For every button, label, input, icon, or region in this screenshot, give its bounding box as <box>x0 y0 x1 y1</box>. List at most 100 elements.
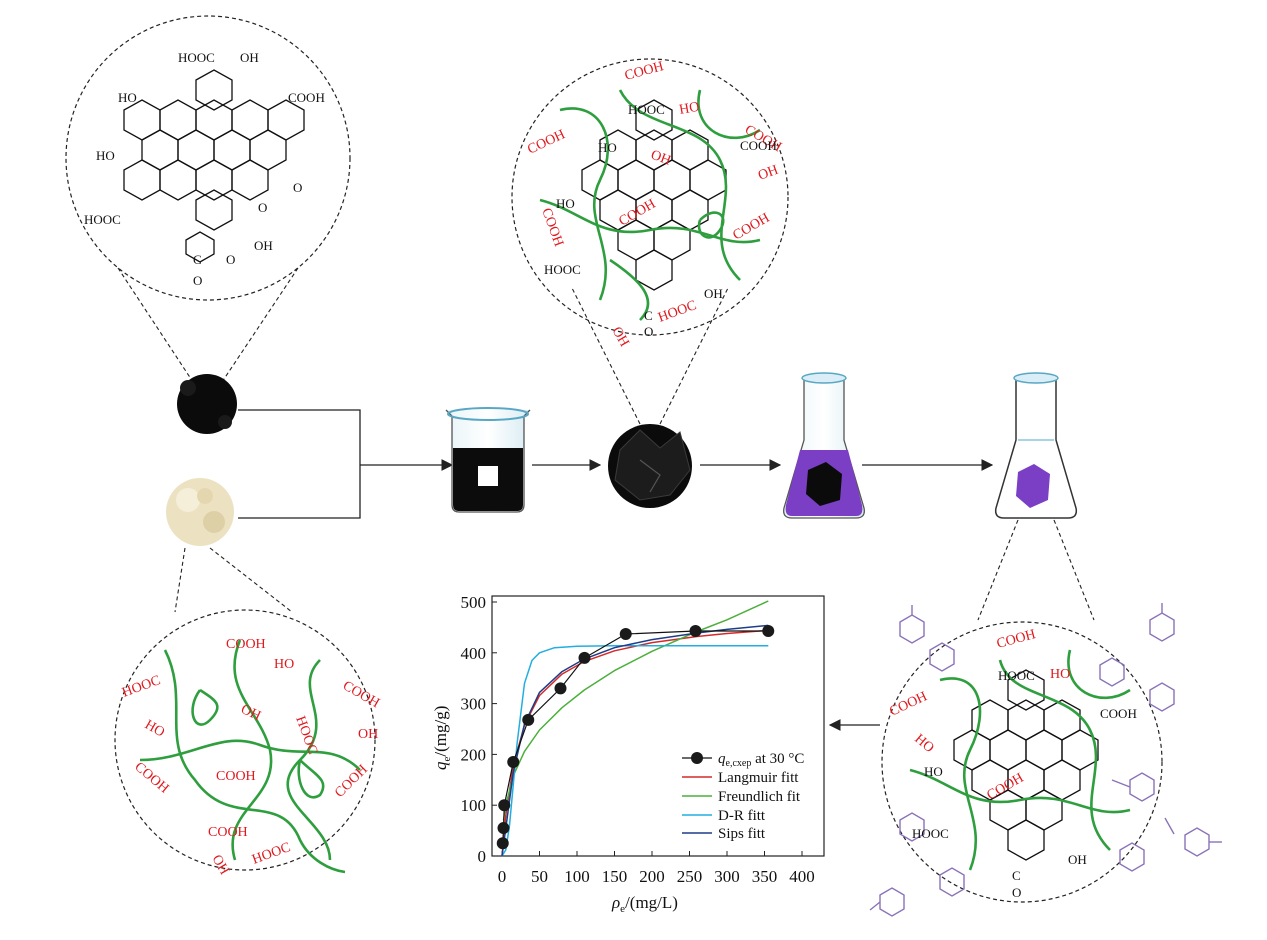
legend-label-freundlich: Freundlich fit <box>718 789 801 805</box>
y-tick-label: 500 <box>461 593 487 612</box>
legend: qe,cxep at 30 °C Langmuir fitt Freundlic… <box>682 751 804 842</box>
cellulose-label: HO <box>142 717 167 740</box>
composite-label: HO <box>598 140 617 155</box>
data-point <box>554 682 567 695</box>
cellulose-label: OH <box>358 727 378 742</box>
carbon-label: C <box>193 252 202 267</box>
composite-label: O <box>644 324 653 339</box>
x-tick-label: 250 <box>677 867 703 886</box>
composite-label: OH <box>756 163 780 184</box>
carbon-label: O <box>293 180 302 195</box>
composite-label: COOH <box>538 206 566 248</box>
experimental-connector <box>502 630 769 844</box>
composite-structure-circle: COOH HOOC HO COOH HO COOH COOH OH HO COO… <box>511 58 789 350</box>
data-point <box>689 624 702 637</box>
loaded-label: OH <box>1068 852 1087 867</box>
composite-label: HO <box>678 100 701 118</box>
loaded-label: COOH <box>887 689 929 719</box>
cellulose-label: OH <box>238 702 263 724</box>
fit-curves <box>501 600 769 857</box>
x-tick-label: 50 <box>531 867 548 886</box>
data-point <box>497 822 510 835</box>
carbon-label: HO <box>96 148 115 163</box>
composite-cellulose-chains <box>539 89 761 321</box>
carbon-structure-circle: HOOC OH HO COOH HO O O HOOC OH C O O <box>65 15 351 301</box>
data-point <box>507 756 520 769</box>
cellulose-label: COOH <box>226 637 266 652</box>
flask-adsorption <box>783 372 865 519</box>
loaded-label: COOH <box>1100 706 1137 721</box>
y-tick-label: 200 <box>461 745 487 764</box>
x-axis-label-sub: e <box>620 903 625 915</box>
composite-label: COOH <box>740 138 777 153</box>
y-axis-label-unit: /(mg/g) <box>431 706 450 757</box>
x-axis-label-unit: /(mg/L) <box>625 893 678 912</box>
legend-label-dr: D-R fitt <box>718 808 766 824</box>
loaded-hexagon-lattice <box>953 669 1099 861</box>
loaded-structure-circle: COOH HOOC HO COOH HO COOH HO COOH HOOC O… <box>869 603 1222 917</box>
carbon-label: HOOC <box>178 50 215 65</box>
loaded-label: HO <box>924 764 943 779</box>
fit-curve-langmuir-fitt <box>501 629 769 857</box>
loaded-label: HOOC <box>998 668 1035 683</box>
legend-points-marker <box>691 752 703 764</box>
composite-label: HOOC <box>656 298 698 326</box>
composite-label: HO <box>556 196 575 211</box>
x-tick-label: 100 <box>564 867 590 886</box>
cellulose-label: OH <box>209 853 232 878</box>
y-tick-label: 0 <box>478 847 487 866</box>
loaded-label: C <box>1012 868 1021 883</box>
x-tick-label: 200 <box>639 867 665 886</box>
composite-functional-labels: COOH HOOC HO COOH HO COOH COOH OH HO COO… <box>525 59 784 349</box>
carbon-label: OH <box>240 50 259 65</box>
data-point <box>619 628 632 641</box>
loaded-label: COOH <box>985 771 1027 804</box>
loaded-label: HO <box>911 732 936 756</box>
composite-label: COOH <box>623 59 665 84</box>
loaded-label: HO <box>1050 667 1070 682</box>
composite-label: OH <box>609 325 632 350</box>
loaded-label: O <box>1012 885 1021 900</box>
x-axis-label: ρe/(mg/L) <box>611 893 678 915</box>
data-point <box>762 624 775 637</box>
carbon-label: HOOC <box>84 212 121 227</box>
carbon-powder <box>177 374 237 434</box>
fit-curve-sips-fitt <box>501 624 769 857</box>
flask-after-adsorption <box>994 372 1078 519</box>
cellulose-label: HO <box>274 657 294 672</box>
x-tick-label: 300 <box>714 867 740 886</box>
loaded-label: COOH <box>995 627 1037 652</box>
legend-points-label: qe,cxep at 30 °C <box>718 751 804 769</box>
composite-label: COOH <box>525 127 567 157</box>
x-axis-label-main: ρ <box>611 893 620 912</box>
carbon-hexagon-lattice <box>123 69 305 263</box>
cellulose-label: HOOC <box>120 673 162 701</box>
y-axis-label: qe/(mg/g) <box>431 706 453 770</box>
data-point <box>578 651 591 664</box>
experimental-points <box>496 624 775 850</box>
carbon-label: O <box>226 252 235 267</box>
y-tick-label: 300 <box>461 695 487 714</box>
legend-points-sub: e,cxep <box>726 758 752 769</box>
y-tick-label: 400 <box>461 644 487 663</box>
y-axis-label-main: q <box>431 761 450 770</box>
carbon-label: O <box>258 200 267 215</box>
legend-points-rest: at 30 °C <box>751 751 804 767</box>
carbon-label: O <box>193 273 202 288</box>
cellulose-label: COOH <box>332 762 371 801</box>
loaded-label: HOOC <box>912 826 949 841</box>
aerogel <box>608 424 692 508</box>
composite-label: OH <box>649 148 673 169</box>
data-point <box>522 713 535 726</box>
loaded-cellulose-chains <box>909 649 1131 871</box>
composite-label: HOOC <box>628 102 665 117</box>
composite-label: HOOC <box>544 262 581 277</box>
beaker <box>445 407 531 513</box>
composite-label: C <box>644 308 653 323</box>
cellulose-label: COOH <box>340 678 382 711</box>
carbon-label: OH <box>254 238 273 253</box>
